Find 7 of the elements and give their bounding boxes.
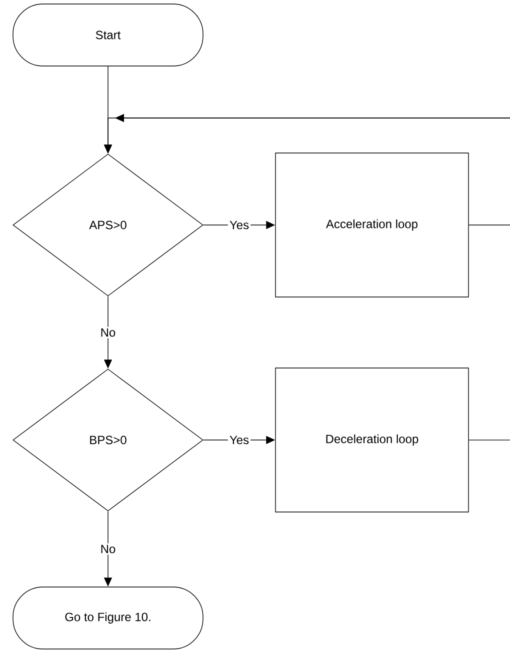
edge-label: Yes <box>230 220 249 230</box>
line <box>468 224 510 226</box>
process-box: Deceleration loop <box>275 368 469 512</box>
edge-label: Yes <box>230 436 249 444</box>
edge-label: No <box>101 328 116 337</box>
process-box: Acceleration loop <box>275 152 469 298</box>
edge-label: No <box>101 544 116 554</box>
